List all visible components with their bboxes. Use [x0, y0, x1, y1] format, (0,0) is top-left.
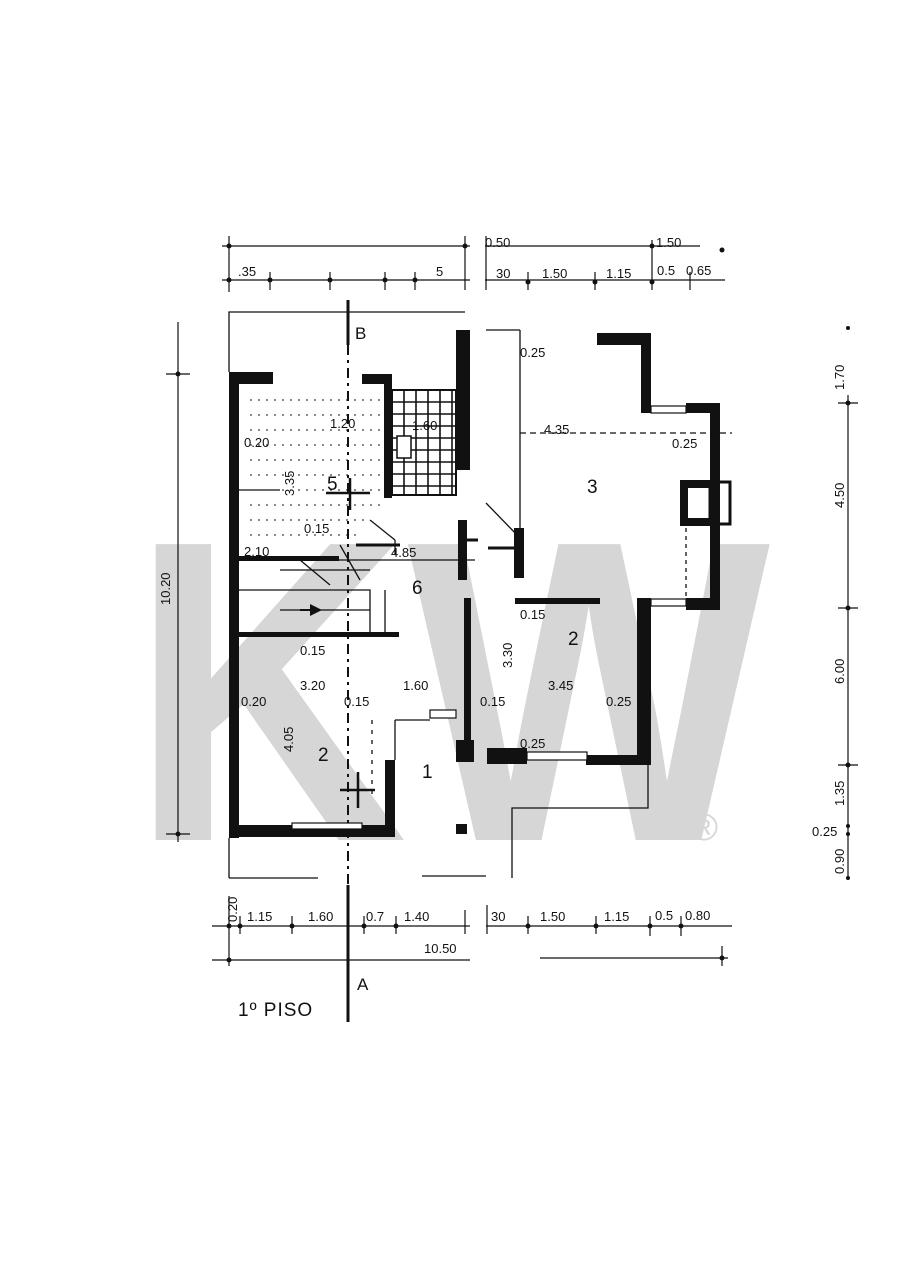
dim-top-chain-4: 1.50: [542, 266, 567, 281]
stair-details: [239, 432, 732, 808]
dim-left-total: 10.20: [158, 572, 173, 605]
idim-4: 1.60: [412, 418, 437, 433]
right-dimension: 1.70 4.50 6.00 1.35 0.25 0.90: [812, 326, 858, 880]
idim-16: 0.15: [344, 694, 369, 709]
dim-right-5: 0.25: [812, 824, 837, 839]
dim-bottom-chain-1: 0.20: [225, 897, 240, 922]
watermark-text: KW: [130, 452, 774, 932]
room-label-3: 3: [587, 477, 598, 498]
dim-top-chain-6: 0.5: [657, 263, 675, 278]
top-dimension-lines: [222, 236, 725, 292]
idim-18: 0.15: [480, 694, 505, 709]
dim-bottom-chain-4: 0.7: [366, 909, 384, 924]
dim-bottom-overall: 10.50: [424, 941, 457, 956]
room-labels: 5 6 3 2 2 1: [318, 474, 598, 783]
idim-9: 4.85: [391, 545, 416, 560]
dim-bottom-chain-6: 30: [491, 909, 505, 924]
room-label-2-left: 2: [318, 745, 329, 766]
dim-top-1: 0.50: [485, 235, 510, 250]
dim-bottom-chain-10: 0.80: [685, 908, 710, 923]
dim-top-chain-2: 5: [436, 264, 443, 279]
room-label-1: 1: [422, 762, 433, 783]
dim-bottom-chain-5: 1.40: [404, 909, 429, 924]
dim-bottom-chain-7: 1.50: [540, 909, 565, 924]
bottom-dimension-lines: [212, 896, 732, 966]
idim-15: 0.20: [241, 694, 266, 709]
room-label-6: 6: [412, 578, 423, 599]
dim-bottom-chain-9: 0.5: [655, 908, 673, 923]
dim-bottom-chain-8: 1.15: [604, 909, 629, 924]
dim-right-3: 6.00: [832, 659, 847, 684]
top-dimension-labels: 0.50 1.50 .35 5 30 1.50 1.15 0.5 0.65: [238, 235, 711, 281]
windows: [291, 405, 687, 830]
idim-17: 1.60: [403, 678, 428, 693]
dim-right-6: 0.90: [832, 849, 847, 874]
dim-top-chain-3: 30: [496, 266, 510, 281]
dim-bottom-chain-3: 1.60: [308, 909, 333, 924]
left-dimension: 10.20: [158, 322, 190, 842]
section-line: B A: [346, 300, 369, 1022]
idim-11: 0.15: [520, 607, 545, 622]
idim-6: 3.35: [282, 471, 297, 496]
room-label-2-right: 2: [568, 629, 579, 650]
idim-3: 1.20: [330, 416, 355, 431]
section-mark-a: A: [357, 975, 369, 994]
idim-14: 3.20: [300, 678, 325, 693]
idim-7: 0.15: [304, 521, 329, 536]
idim-13: 3.45: [548, 678, 573, 693]
idim-20: 4.05: [281, 727, 296, 752]
idim-19: 0.25: [606, 694, 631, 709]
idim-12: 3.30: [500, 643, 515, 668]
dim-bottom-chain-2: 1.15: [247, 909, 272, 924]
dim-top-2: 1.50: [656, 235, 681, 250]
idim-0: 0.25: [520, 345, 545, 360]
idim-21: 0.25: [520, 736, 545, 751]
room-label-5: 5: [327, 474, 338, 495]
bath-tiles: [391, 389, 457, 496]
dim-top-chain-5: 1.15: [606, 266, 631, 281]
dim-right-2: 4.50: [832, 483, 847, 508]
idim-2: 0.25: [672, 436, 697, 451]
idim-5: 0.20: [244, 435, 269, 450]
dim-right-1: 1.70: [832, 365, 847, 390]
idim-8: 2.10: [244, 544, 269, 559]
floor-title: 1º PISO: [238, 1000, 313, 1021]
kw-watermark: KW ®: [130, 452, 774, 932]
walls: [229, 330, 732, 838]
idim-1: 4.35: [544, 422, 569, 437]
bottom-dimension-labels: 0.20 1.15 1.60 0.7 1.40 30 1.50 1.15 0.5…: [225, 897, 710, 956]
dim-top-chain-7: 0.65: [686, 263, 711, 278]
dim-right-4: 1.35: [832, 781, 847, 806]
dim-top-chain-1: .35: [238, 264, 256, 279]
kitchen-floor-pattern: [250, 399, 382, 536]
section-mark-b: B: [355, 324, 366, 343]
interior-dimensions: 0.25 4.35 0.25 1.20 1.60 0.20 3.35 0.15 …: [241, 345, 697, 752]
idim-10: 0.15: [300, 643, 325, 658]
watermark-registered-mark: ®: [690, 807, 718, 849]
